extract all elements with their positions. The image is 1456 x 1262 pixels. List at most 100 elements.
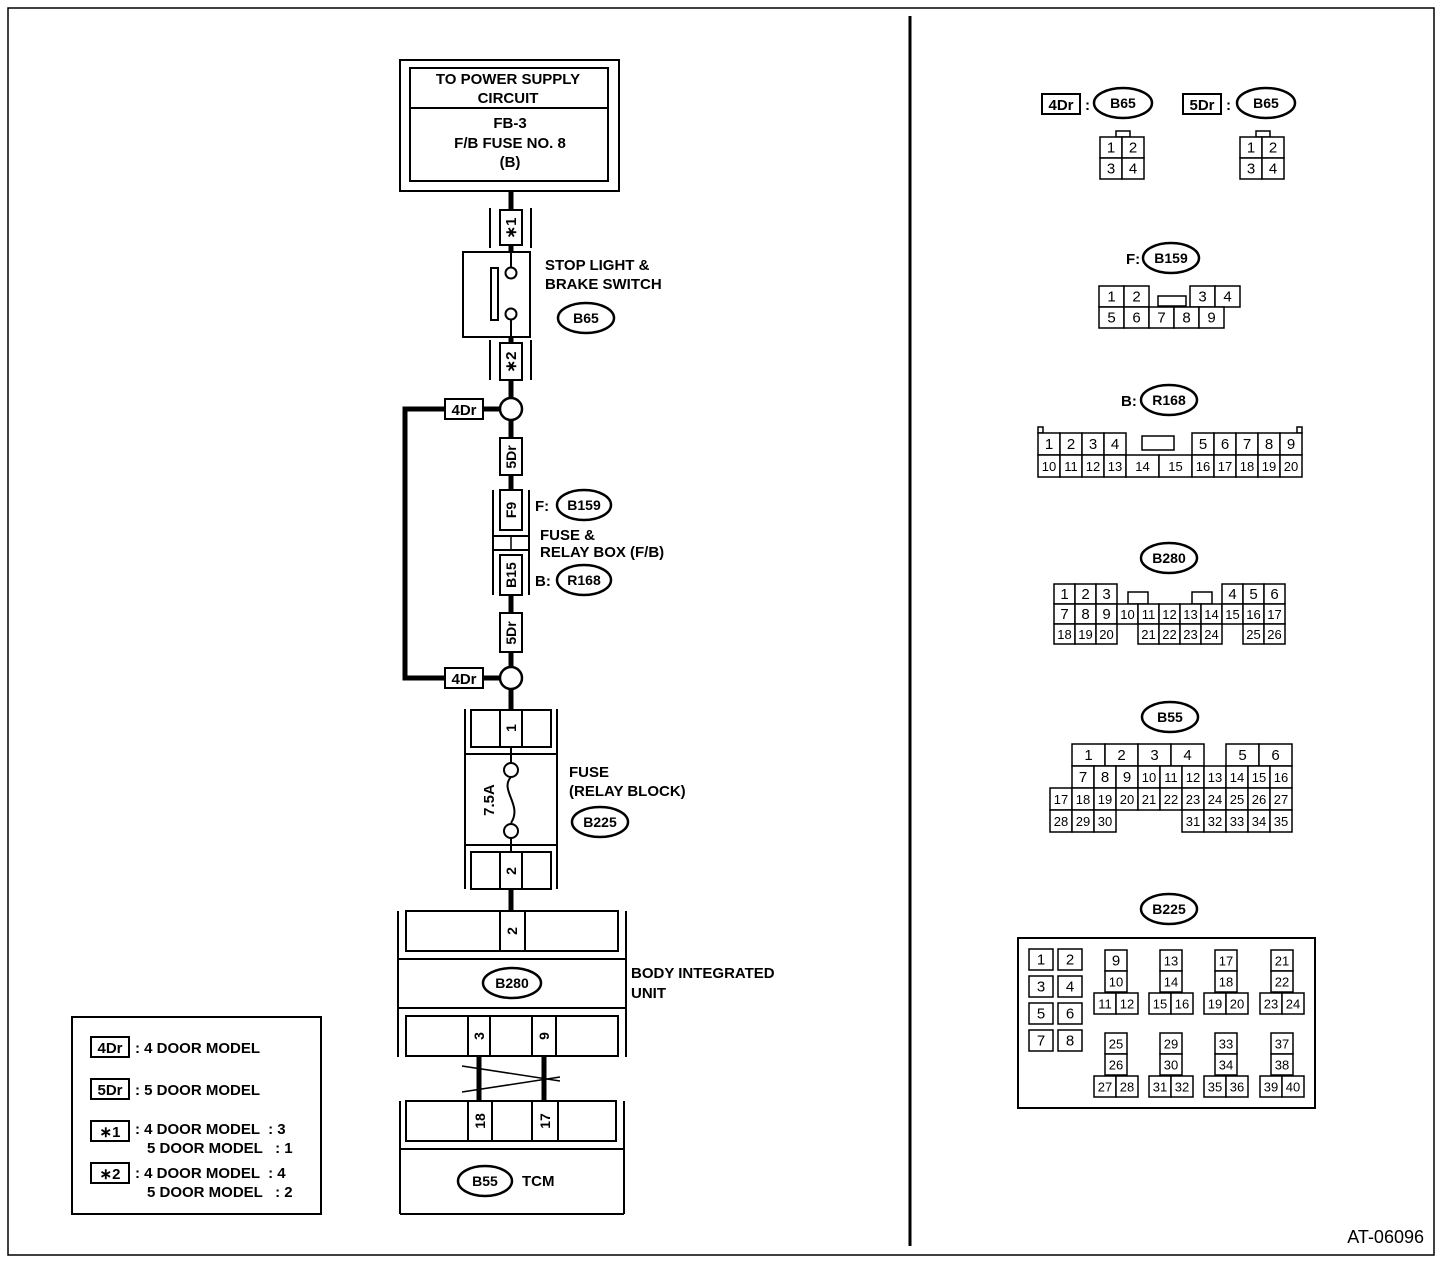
b159-pin-5-label: 5 [1107,310,1115,327]
b55-pin-31-label: 31 [1186,814,1200,829]
fb-b-prefix: B: [535,573,551,590]
legend-text-star2-1: : 4 DOOR MODEL : 4 [135,1165,286,1182]
legend-text-5dr: : 5 DOOR MODEL [135,1082,260,1099]
b225-pin-3-cell [1028,975,1054,998]
relay-fuse-rating: 7.5A [481,784,498,816]
b280-pin-8-label: 8 [1081,606,1089,623]
figure-id: AT-06096 [1347,1227,1424,1247]
legend: 4Dr : 4 DOOR MODEL 5Dr : 5 DOOR MODEL ∗1… [71,1016,322,1215]
b159-pin-9-label: 9 [1207,310,1215,327]
tcm-connector: B55 [472,1173,498,1189]
tcm-pin-18: 18 [472,1113,488,1129]
b159-pin-6-label: 6 [1132,310,1140,327]
b225-pin-20-cell [1225,992,1249,1015]
b225-pin-24-cell [1281,992,1305,1015]
b280-pin-7-label: 7 [1060,606,1068,623]
b55-pin-6-label: 6 [1271,747,1279,764]
b65-tag-4dr: 4Dr [1048,97,1073,114]
b65-colon-2: : [1226,97,1231,114]
twisted-wires [461,1056,561,1101]
b225-pin-36-cell [1225,1075,1249,1098]
b55-pin-30-label: 30 [1098,814,1112,829]
r168-pin-2-label: 2 [1067,436,1075,453]
b225-pin-3-label: 3 [1037,979,1045,996]
tcm: 18 17 B55 TCM [399,1100,625,1215]
b280-pin-13-label: 13 [1183,607,1197,622]
r168-pin-19-label: 19 [1262,459,1276,474]
b280-pin-20-cell [1095,623,1118,645]
b280-pin-4-label: 4 [1228,586,1236,603]
b225-pin-12-cell [1115,992,1139,1015]
relay-block-fuse: 1 7.5A 2 FUSE (RELAY BLOCK) B225 [464,709,686,890]
b65-pin-4-label: 4 [1129,161,1137,178]
legend-tag-star2: ∗2 [100,1166,121,1183]
b225-pin-38-label: 38 [1275,1058,1289,1073]
b225-pin-4-label: 4 [1066,979,1074,996]
b55-pin-15-label: 15 [1252,770,1266,785]
b225-pin-32-cell [1170,1075,1194,1098]
biu-label-1: BODY INTEGRATED [631,965,775,982]
power-supply-fuse-2: F/B FUSE NO. 8 [454,135,566,152]
b280-pin-24-label: 24 [1204,627,1218,642]
b225-pin-2-cell [1057,948,1083,971]
b225-pin-34-cell [1214,1053,1238,1076]
b225-pin-1-label: 1 [1037,952,1045,969]
stop-light-switch: STOP LIGHT & BRAKE SWITCH B65 [462,251,662,338]
b280-key-tab-right [1191,591,1213,605]
b225-pin-4-cell [1057,975,1083,998]
outer-frame [7,7,1435,1256]
b55-pin-7-label: 7 [1079,769,1087,786]
b280-pin-20-label: 20 [1099,627,1113,642]
b55-pin-8-label: 8 [1101,769,1109,786]
b55-pin-16-label: 16 [1274,770,1288,785]
r168-pin-10-label: 10 [1042,459,1056,474]
b225-pin-10-cell [1104,970,1128,993]
b225-pin-13-label: 13 [1164,954,1178,969]
b280-pin-10-label: 10 [1120,607,1134,622]
fb-f-prefix: F: [535,498,549,515]
r168-key-tab [1141,435,1175,451]
b65-pin-2-label: 2 [1129,140,1137,157]
b225-pin-7-cell [1028,1029,1054,1052]
b225-pin-16-cell [1170,992,1194,1015]
b225-pin-24-label: 24 [1286,997,1300,1012]
b225-pin-18-cell [1214,970,1238,993]
relay-fuse-connector: B225 [583,814,617,830]
r168-pin-7-label: 7 [1243,436,1251,453]
biu-connector: B280 [495,975,529,991]
b225-pin-9-label: 9 [1112,953,1120,970]
relay-fuse-label-1: FUSE [569,764,609,781]
b55-pin-14-label: 14 [1230,770,1244,785]
b55-pin-22-label: 22 [1164,792,1178,807]
b225-pin-8-label: 8 [1066,1033,1074,1050]
b55-pin-10-label: 10 [1142,770,1156,785]
b225-pin-6-cell [1057,1002,1083,1025]
r168-pin-6-label: 6 [1221,436,1229,453]
b159-pin-3-label: 3 [1198,289,1206,306]
relay-fuse-pin-2: 2 [503,867,519,875]
b280-pin-19-label: 19 [1078,627,1092,642]
pin-star-1: ∗1 [489,208,532,248]
tag-5dr-bottom: 5Dr [503,621,519,645]
r168-pin-5-label: 5 [1199,436,1207,453]
b225-pin-36-label: 36 [1230,1080,1244,1095]
b225-pin-38-cell [1270,1053,1294,1076]
r168-edge-right [1296,426,1303,434]
r168-pin-4-label: 4 [1111,436,1119,453]
b280-pin-26-label: 26 [1267,627,1281,642]
r168-pin-17-label: 17 [1218,459,1232,474]
b225-pin-8-cell [1057,1029,1083,1052]
b280-pin-17-label: 17 [1267,607,1281,622]
tcm-pin-17: 17 [537,1113,553,1129]
b225-pin-1-cell [1028,948,1054,971]
b225-pin-34-label: 34 [1219,1058,1233,1073]
b65-colon-1: : [1085,97,1090,114]
b280-pin-12-label: 12 [1162,607,1176,622]
b225-pin-10-label: 10 [1109,975,1123,990]
b225-pin-14-cell [1159,970,1183,993]
